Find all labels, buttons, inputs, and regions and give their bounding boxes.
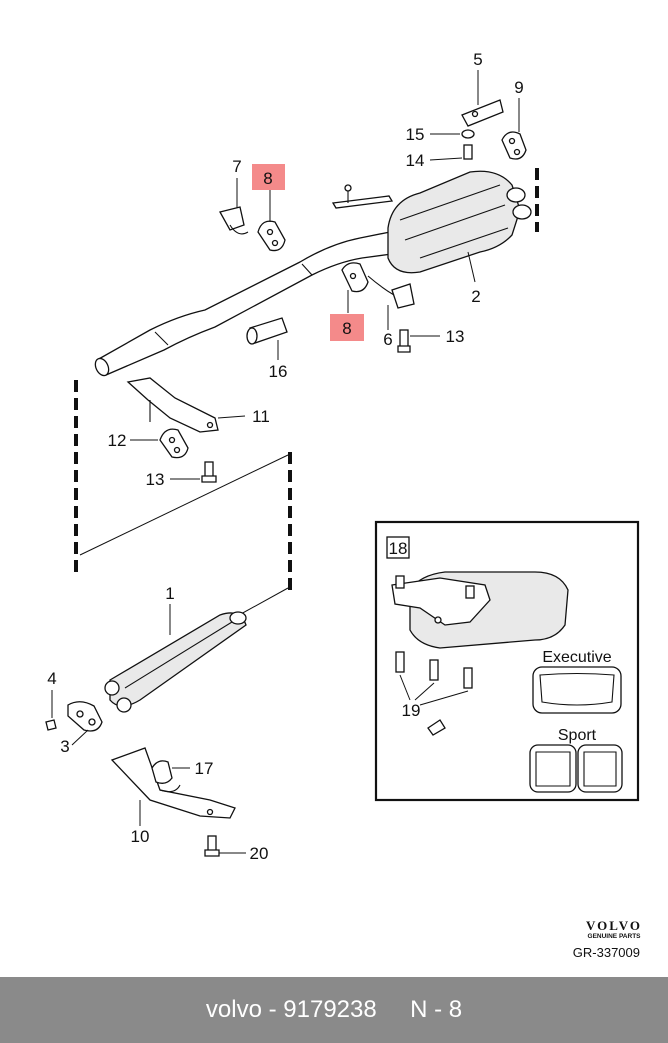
highlight-label-8-bottom-text: 8 <box>342 319 351 338</box>
highlight-label-8-top[interactable]: 8 <box>252 164 285 190</box>
callout-5: 5 <box>473 50 482 69</box>
hanger-7 <box>219 178 249 235</box>
footer-position: N - 8 <box>410 996 463 1023</box>
highlight-label-8-top-text: 8 <box>263 169 272 188</box>
highlight-label-8-bottom[interactable]: 8 <box>330 314 364 341</box>
inset-option-sport: Sport <box>558 727 597 744</box>
bolt-14 <box>429 144 473 161</box>
inset-panel: 18 19 Executive Sport <box>374 520 640 802</box>
bracket-10 <box>110 747 236 826</box>
callout-9: 9 <box>514 78 523 97</box>
bracket-11 <box>126 377 246 433</box>
gasket-3 <box>67 701 103 746</box>
rubber-mount-12 <box>130 428 189 459</box>
footer-part-number[interactable]: 9179238 <box>283 996 377 1023</box>
callout-11: 11 <box>252 407 270 426</box>
inset-tailpipe-executive <box>532 666 622 714</box>
callout-16: 16 <box>269 362 288 381</box>
callout-13-middle: 13 <box>146 470 165 489</box>
callout-20: 20 <box>250 844 269 863</box>
heat-shield-strip <box>331 184 394 209</box>
front-silencer <box>104 604 247 713</box>
inset-tailpipe-sport-right <box>577 744 623 793</box>
callout-12: 12 <box>108 431 127 450</box>
callout-1: 1 <box>165 584 174 603</box>
rubber-mount-17 <box>151 760 190 784</box>
bracket-6 <box>367 275 415 330</box>
exhaust-system-diagram: 5 9 15 14 7 2 6 13 16 11 12 13 1 4 3 17 … <box>45 50 640 863</box>
exhaust-pipe <box>94 231 393 377</box>
inset-part-18-box <box>386 536 410 559</box>
callout-17: 17 <box>195 759 214 778</box>
washer-15 <box>430 129 475 139</box>
inset-part-18: 18 <box>389 539 408 558</box>
bolt-13-top <box>397 329 440 353</box>
inset-bolts-19 <box>395 651 473 736</box>
break-diagonal-top <box>79 454 289 556</box>
rubber-mount-8-top[interactable] <box>257 190 286 252</box>
callout-10: 10 <box>131 827 150 846</box>
inset-option-executive: Executive <box>542 649 611 666</box>
bolt-20 <box>204 835 246 857</box>
bracket-5 <box>461 70 504 127</box>
callout-3: 3 <box>60 737 69 756</box>
callout-6: 6 <box>383 330 392 349</box>
diagram-code: GR-337009 <box>572 945 640 960</box>
rear-silencer <box>387 170 532 283</box>
callout-14: 14 <box>406 151 425 170</box>
callout-7: 7 <box>232 157 241 176</box>
footer-brand: volvo <box>205 996 262 1023</box>
brand-block: VOLVO GENUINE PARTS <box>586 918 642 940</box>
callout-13-top: 13 <box>446 327 465 346</box>
callout-15: 15 <box>406 125 425 144</box>
nut-4 <box>45 690 57 731</box>
footer-bar: volvo - 9179238 N - 8 <box>0 977 668 1043</box>
footer-separator: - <box>261 996 284 1023</box>
inset-tailpipe-sport-left <box>529 744 577 793</box>
callout-4: 4 <box>47 669 56 688</box>
inset-silencer-bracket <box>391 571 569 649</box>
callout-2: 2 <box>471 287 480 306</box>
rubber-mount-8-bottom[interactable] <box>341 262 369 313</box>
genuine-parts-text: GENUINE PARTS <box>587 933 641 940</box>
volvo-logo: VOLVO <box>586 918 642 933</box>
sleeve-16 <box>246 317 288 360</box>
rubber-hanger-9 <box>501 98 527 160</box>
footer-gap <box>377 996 410 1024</box>
bolt-13-middle <box>170 461 217 483</box>
callout-19: 19 <box>402 701 421 720</box>
